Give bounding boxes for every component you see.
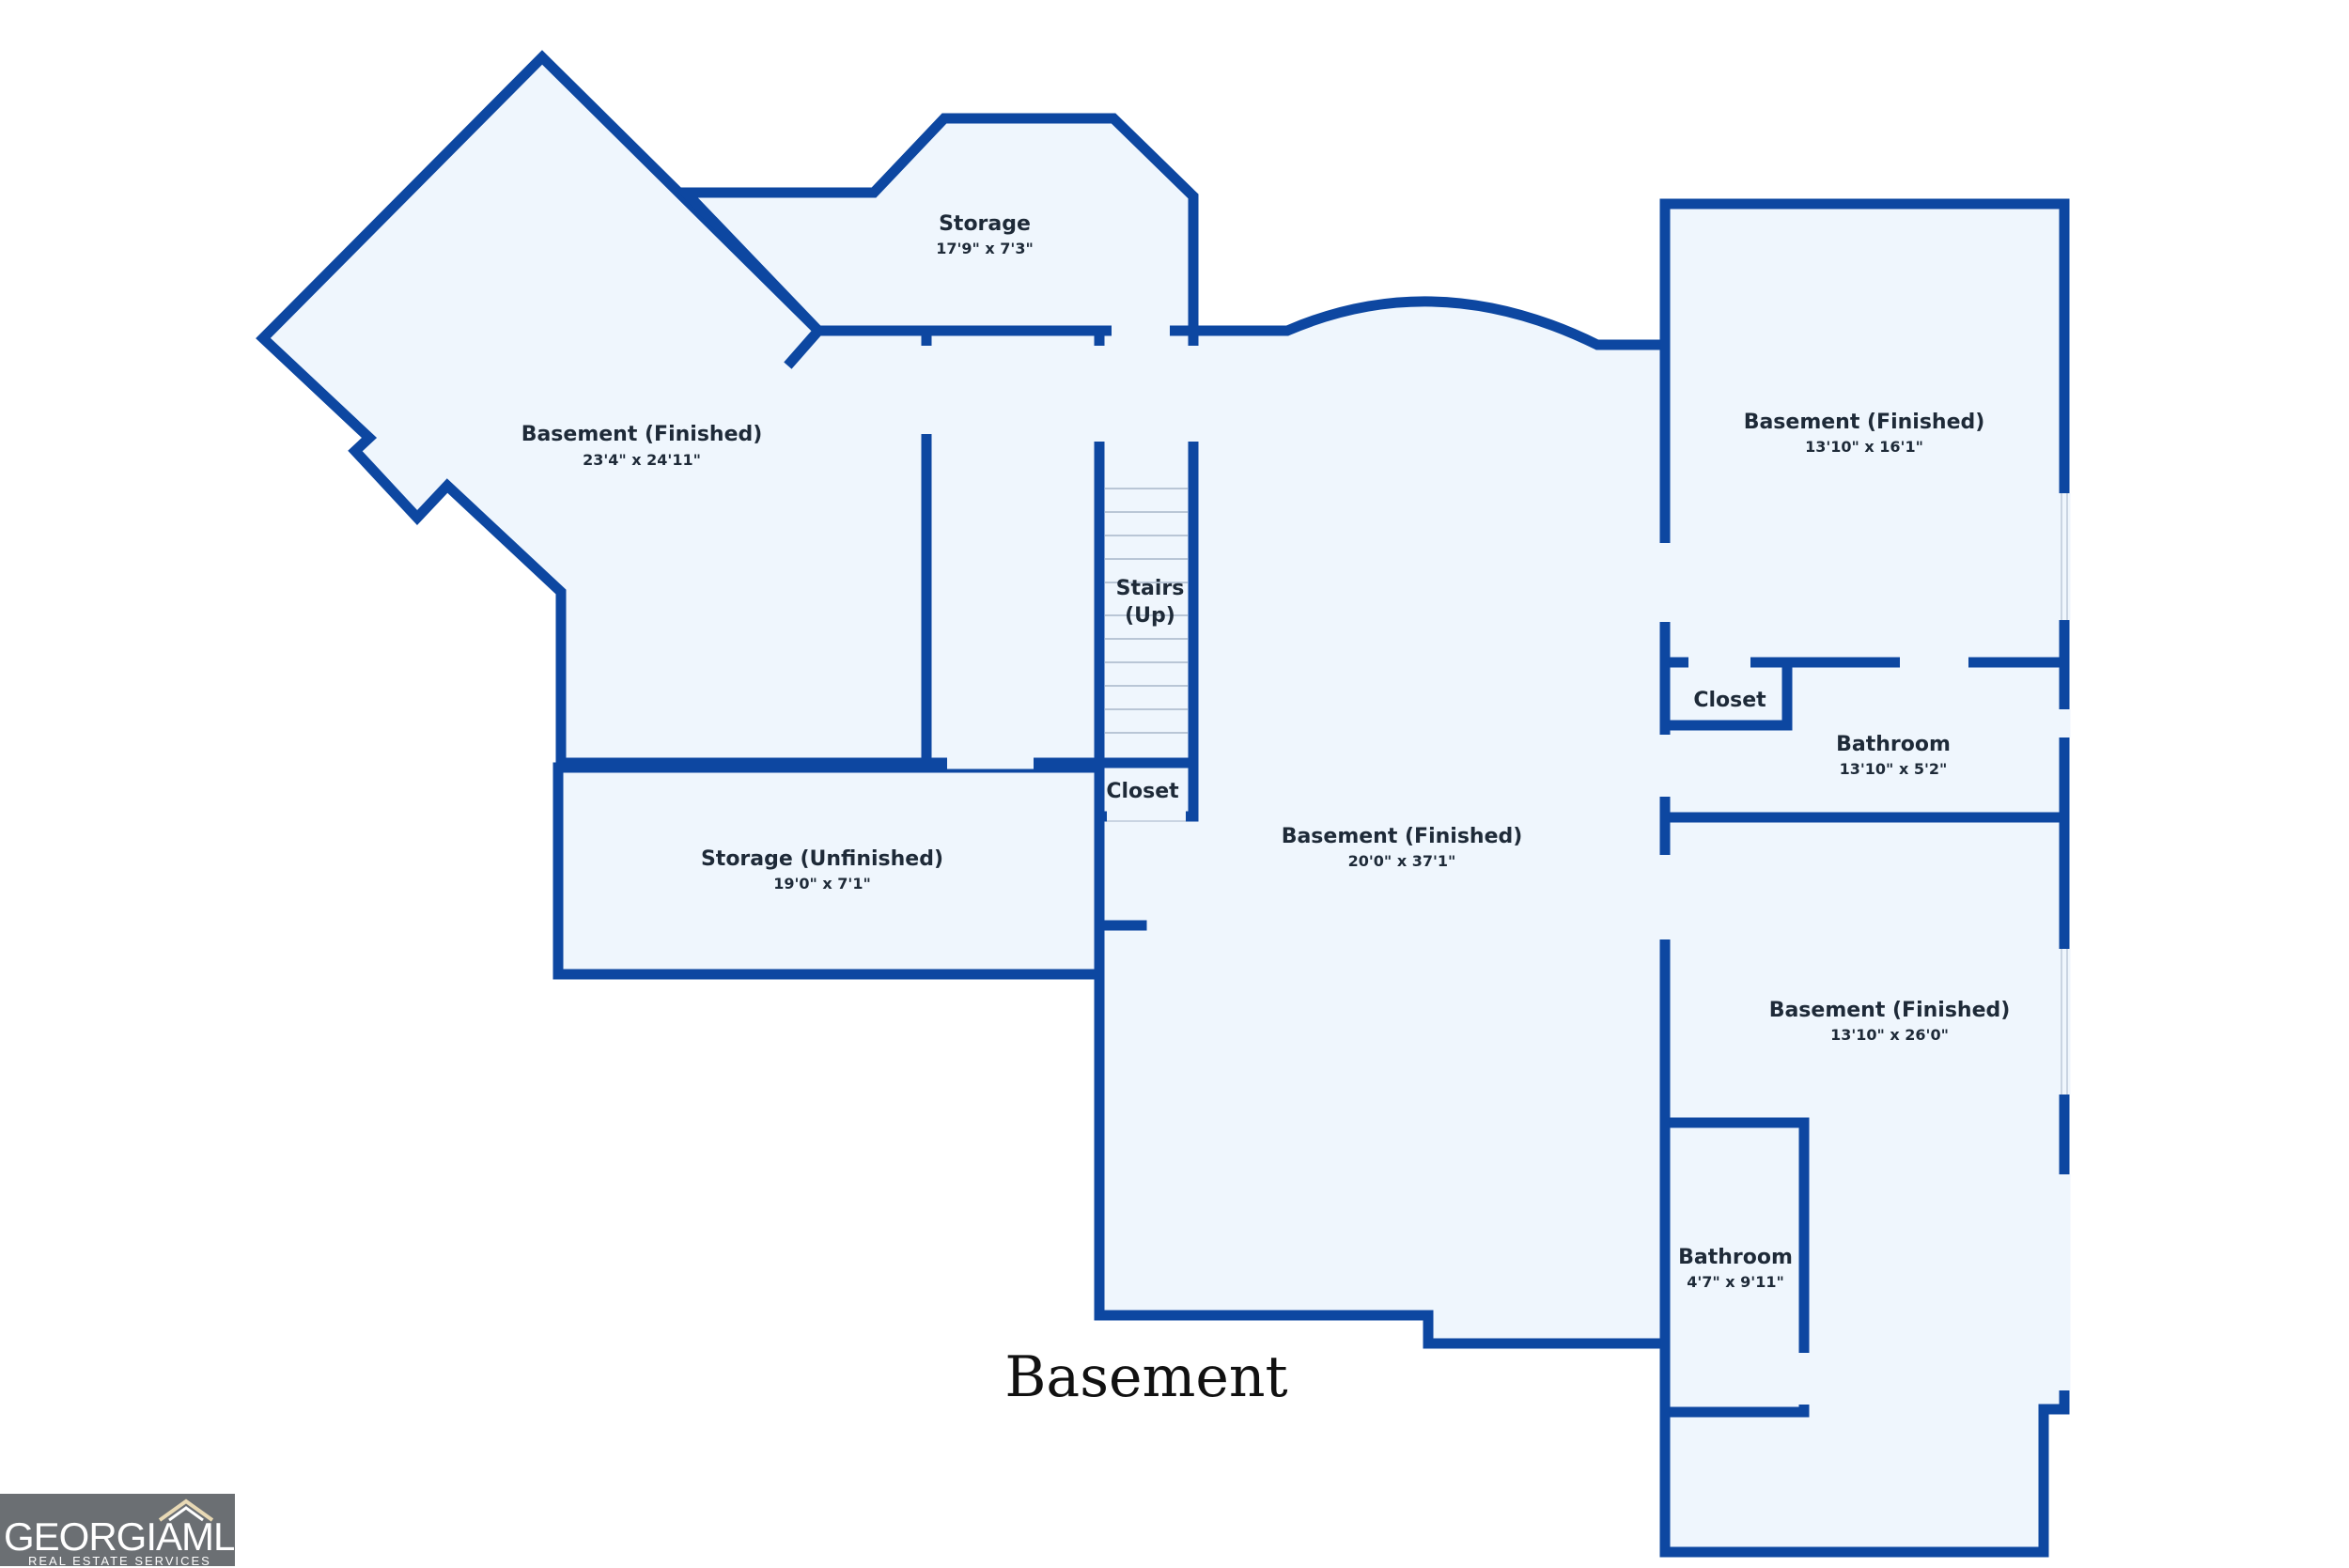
room-closet-right-top [1659, 657, 1793, 731]
label-basement-right-bottom: Basement (Finished) [1769, 999, 2011, 1022]
room-corridor [921, 325, 1105, 768]
label-stairs-up: (Up) [1125, 604, 1175, 628]
logo-tagline: REAL ESTATE SERVICES [28, 1554, 211, 1568]
georgia-mls-logo: GEORGIAMLS REAL ESTATE SERVICES [0, 1494, 260, 1568]
label-storage-unfinished: Storage (Unfinished) [701, 847, 943, 871]
label-bathroom-small: Bathroom [1678, 1246, 1793, 1269]
dims-basement-right-bottom: 13'10" x 26'0" [1830, 1026, 1949, 1044]
stair-treads [1105, 488, 1188, 734]
label-basement-center: Basement (Finished) [1282, 825, 1523, 848]
dims-storage-unfinished: 19'0" x 7'1" [773, 875, 871, 893]
room-bathroom-small [1659, 1117, 1810, 1418]
door-openings [920, 324, 2071, 1405]
room-basement-center [1094, 296, 1671, 1349]
label-bathroom-right: Bathroom [1836, 733, 1951, 756]
dims-basement-left: 23'4" x 24'11" [583, 451, 701, 469]
floor-title: Basement [1004, 1344, 1287, 1410]
label-stairs: Stairs [1116, 577, 1185, 600]
label-closet-stairs: Closet [1106, 780, 1179, 803]
logo-wordmark: GEORGIAMLS [4, 1514, 260, 1559]
dims-storage-top: 17'9" x 7'3" [936, 240, 1034, 257]
dims-basement-center: 20'0" x 37'1" [1348, 852, 1456, 870]
label-storage-top: Storage [939, 212, 1031, 236]
dims-bathroom-small: 4'7" x 9'11" [1687, 1273, 1784, 1291]
wall-stub-left [784, 323, 826, 369]
room-storage-unfinished [552, 762, 1105, 980]
dims-bathroom-right: 13'10" x 5'2" [1840, 760, 1948, 778]
label-basement-left: Basement (Finished) [521, 423, 763, 446]
room-storage-top [674, 113, 1199, 336]
house-roof-icon [158, 1498, 214, 1522]
label-basement-right-top: Basement (Finished) [1744, 411, 1985, 434]
room-basement-left [256, 50, 932, 768]
room-stairs [1094, 325, 1199, 768]
label-closet-right: Closet [1693, 689, 1766, 712]
dims-basement-right-top: 13'10" x 16'1" [1805, 438, 1923, 456]
